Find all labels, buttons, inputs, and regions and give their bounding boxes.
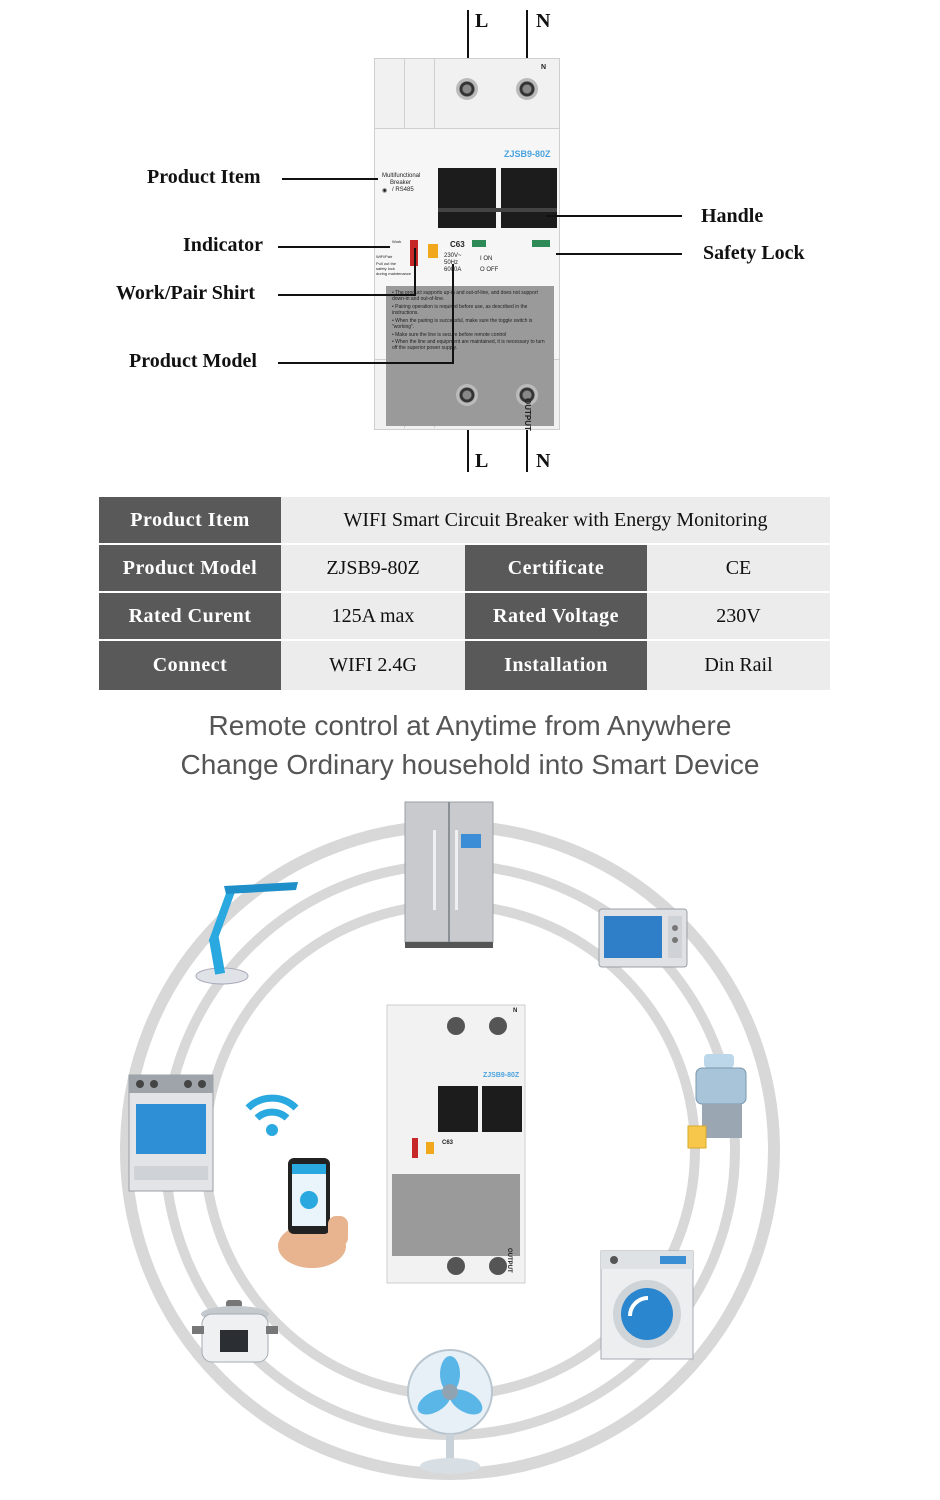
center-rating-label: C63 [442,1140,454,1146]
on-label: I ON [480,256,493,262]
desk-lamp-icon [190,878,302,988]
circuit-breaker-illustration: N ZJSB9-80Z Multifunctional Breaker ◉ / … [374,58,560,431]
name-line1: Multifunctional [382,173,421,179]
side-label-4: safety lock [376,266,395,271]
handle-right [501,168,557,228]
value-product-model: ZJSB9-80Z [281,545,465,593]
label-product-model: Product Model [99,545,281,593]
center-output-label: OUTPUT [506,1248,512,1273]
handle-left [438,168,496,228]
protocol-label: / RS485 [392,187,414,193]
spec-2: 50Hz [444,260,459,266]
model-print: ZJSB9-80Z [504,149,551,159]
side-label-5: during maintenance [376,271,412,276]
wire-top-n [526,10,528,90]
juicer-icon [686,1052,752,1154]
top-screw-l-icon [456,78,478,100]
electric-fan-icon [404,1348,496,1476]
leader-work-pair-v [414,248,416,296]
side-label-2: WiFi/Pair [376,254,393,259]
label-installation: Installation [465,641,647,690]
leader-product-model [278,362,452,364]
bottom-screw-n-icon [516,384,538,406]
output-label: OUTPUT [523,398,532,431]
wire-bottom-l [467,398,469,472]
leader-product-model-v [452,264,454,364]
value-rated-current: 125A max [281,593,465,641]
terminal-bottom-l: L [475,450,489,472]
value-certificate: CE [647,545,830,593]
wire-bottom-n [526,398,528,472]
body-n-label: N [541,64,547,71]
label-connect: Connect [99,641,281,690]
indicator-led [428,244,438,258]
callout-product-model: Product Model [129,350,257,372]
terminal-bottom-n: N [536,450,551,472]
spec-table: Product Item WIFI Smart Circuit Breaker … [99,497,830,690]
value-installation: Din Rail [647,641,830,690]
side-label-1: Work [392,239,402,244]
terminal-top-n: N [536,10,551,32]
leader-indicator [278,246,390,248]
smartphone-icon [272,1156,358,1268]
callout-indicator: Indicator [183,234,263,256]
leader-work-pair [278,294,414,296]
label-product-item: Product Item [99,497,281,545]
instruction-4: • Make sure the line is secure before re… [392,332,507,338]
wifi-icon: ◉ [382,188,388,194]
wire-top-l [467,10,469,90]
callout-work-pair: Work/Pair Shirt [116,282,256,304]
top-screw-n-icon [516,78,538,100]
leader-handle [546,215,682,217]
oven-icon [128,1074,214,1194]
wifi-signal-icon [244,1086,300,1138]
tagline-line-1: Remote control at Anytime from Anywhere [208,710,732,741]
side-label-3: Pull out the [376,261,397,266]
center-breaker-illustration: ZJSB9-80Z C63 N OUTPUT [386,1004,526,1284]
instruction-5: • When the line and equipment are mainta… [392,339,545,351]
callout-product-item: Product Item [147,166,261,188]
off-label: O OFF [480,267,499,273]
value-connect: WIFI 2.4G [281,641,465,690]
rating-label: C63 [450,240,465,249]
tagline-line-2: Change Ordinary household into Smart Dev… [180,749,760,780]
center-n-label: N [513,1008,518,1014]
label-rated-voltage: Rated Voltage [465,593,647,641]
value-product-item: WIFI Smart Circuit Breaker with Energy M… [281,497,830,545]
leader-safety-lock [556,253,682,255]
rice-cooker-icon [190,1300,280,1370]
leader-product-item [282,178,378,180]
instruction-1: • The product supports up-in and out-of-… [392,290,538,302]
label-certificate: Certificate [465,545,647,593]
instruction-3: • When the pairing is successful, make s… [392,318,533,330]
callout-safety-lock: Safety Lock [703,242,805,264]
callout-handle: Handle [701,205,764,227]
microwave-icon [598,908,688,970]
value-rated-voltage: 230V [647,593,830,641]
instruction-2: • Pairing operation is required before u… [392,304,528,316]
terminal-top-l: L [475,10,489,32]
label-rated-current: Rated Curent [99,593,281,641]
washing-machine-icon [600,1250,694,1362]
spec-1: 230V~ [444,253,462,259]
center-model-print: ZJSB9-80Z [483,1072,520,1079]
fridge-icon [403,800,495,950]
name-line2: Breaker [390,180,412,186]
bottom-screw-l-icon [456,384,478,406]
